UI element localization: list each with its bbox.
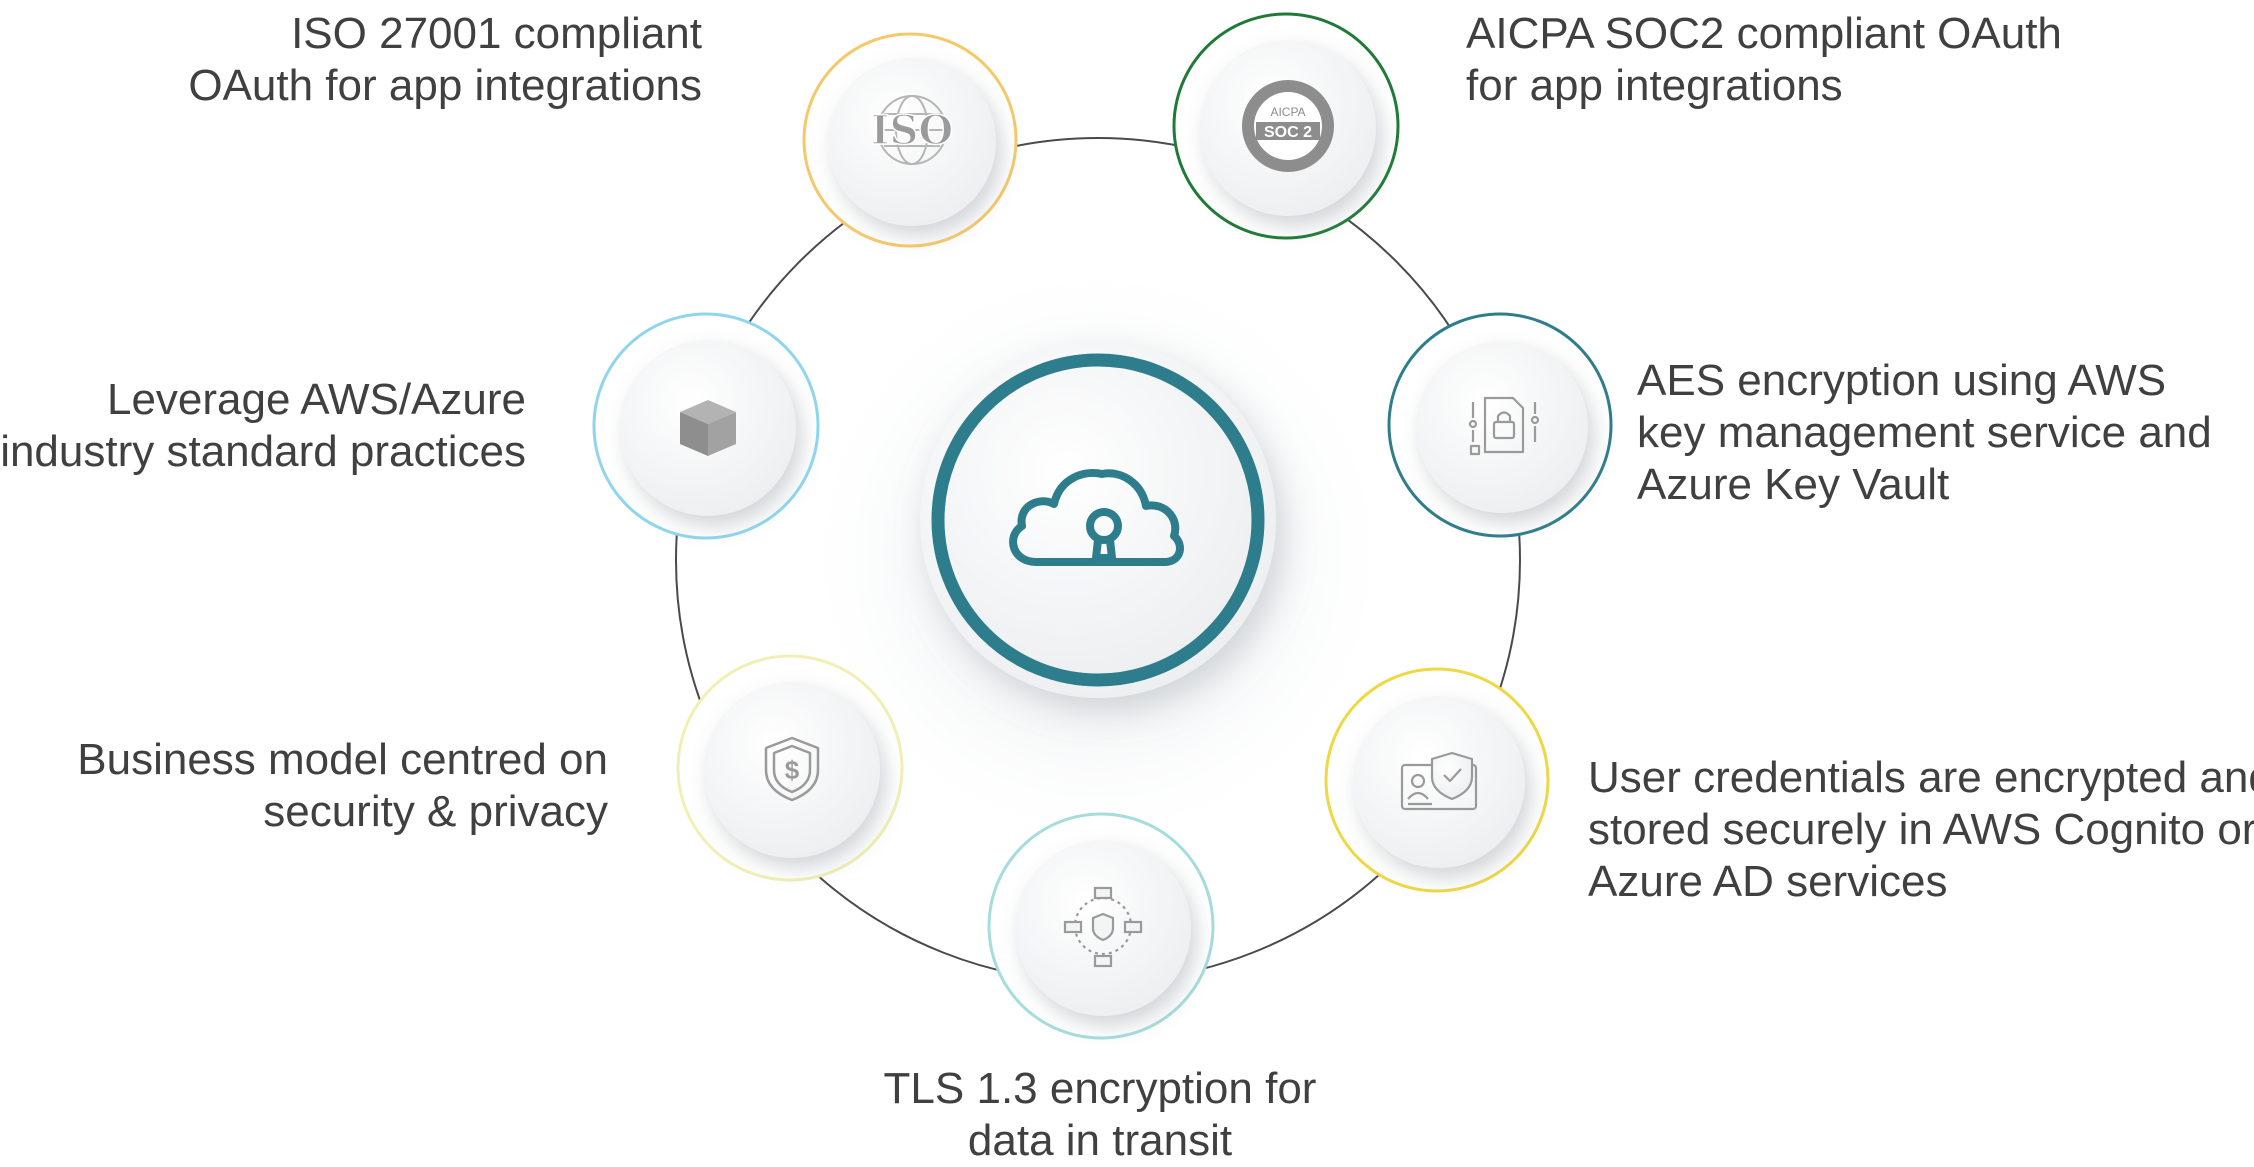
cloud-practices-label-line: industry standard practices — [0, 427, 526, 476]
soc2-label-line: for app integrations — [1466, 61, 1843, 110]
soc2-node: AICPA SOC 2 — [1170, 10, 1402, 242]
aicpa-soc2-badge-icon: AICPA SOC 2 — [1242, 80, 1334, 172]
iso-label-line: OAuth for app integrations — [188, 61, 702, 110]
business-label-line: Business model centred on — [77, 735, 608, 784]
tls-node — [985, 810, 1217, 1042]
network-shield-icon — [1063, 886, 1143, 968]
credentials-label-line: stored securely in AWS Cognito or — [1588, 805, 2254, 854]
iso-label: ISO 27001 compliant OAuth for app integr… — [188, 8, 702, 112]
soc2-label: AICPA SOC2 compliant OAuth for app integ… — [1466, 8, 2062, 112]
aes-label-line: Azure Key Vault — [1637, 460, 1950, 509]
tls-label: TLS 1.3 encryption for data in transit — [800, 1063, 1400, 1167]
cloud-practices-label-line: Leverage AWS/Azure — [106, 375, 526, 424]
dollar-shield-icon: $ — [764, 736, 820, 802]
cloud-practices-node — [590, 310, 822, 542]
tls-label-line: TLS 1.3 encryption for — [883, 1064, 1317, 1113]
credentials-label-line: Azure AD services — [1588, 857, 1948, 906]
credentials-label-line: User credentials are encrypted and — [1588, 753, 2254, 802]
center-node — [908, 330, 1288, 710]
aes-label-line: key management service and — [1637, 408, 2212, 457]
credentials-label: User credentials are encrypted and store… — [1588, 752, 2254, 908]
svg-text:SOC 2: SOC 2 — [1264, 124, 1312, 141]
business-label: Business model centred on security & pri… — [77, 734, 608, 838]
credentials-node — [1322, 665, 1552, 895]
iso-node: ISO — [800, 30, 1020, 250]
svg-text:$: $ — [785, 755, 800, 785]
soc2-label-line: AICPA SOC2 compliant OAuth — [1466, 9, 2062, 58]
id-card-shield-icon — [1400, 751, 1478, 811]
aes-label: AES encryption using AWS key management … — [1637, 355, 2212, 511]
tls-label-line: data in transit — [967, 1116, 1233, 1165]
aes-label-line: AES encryption using AWS — [1637, 356, 2167, 405]
svg-text:ISO: ISO — [871, 107, 953, 154]
iso-label-line: ISO 27001 compliant — [291, 9, 702, 58]
cube-icon — [680, 400, 736, 456]
business-label-line: security & privacy — [263, 787, 608, 836]
cloud-practices-label: Leverage AWS/Azure industry standard pra… — [0, 374, 526, 478]
iso-icon: ISO — [870, 95, 954, 165]
aes-node — [1385, 310, 1615, 540]
business-node: $ — [674, 652, 906, 884]
cloud-lock-icon — [1009, 469, 1184, 566]
encrypted-document-icon — [1468, 396, 1540, 456]
svg-text:AICPA: AICPA — [1270, 105, 1305, 119]
